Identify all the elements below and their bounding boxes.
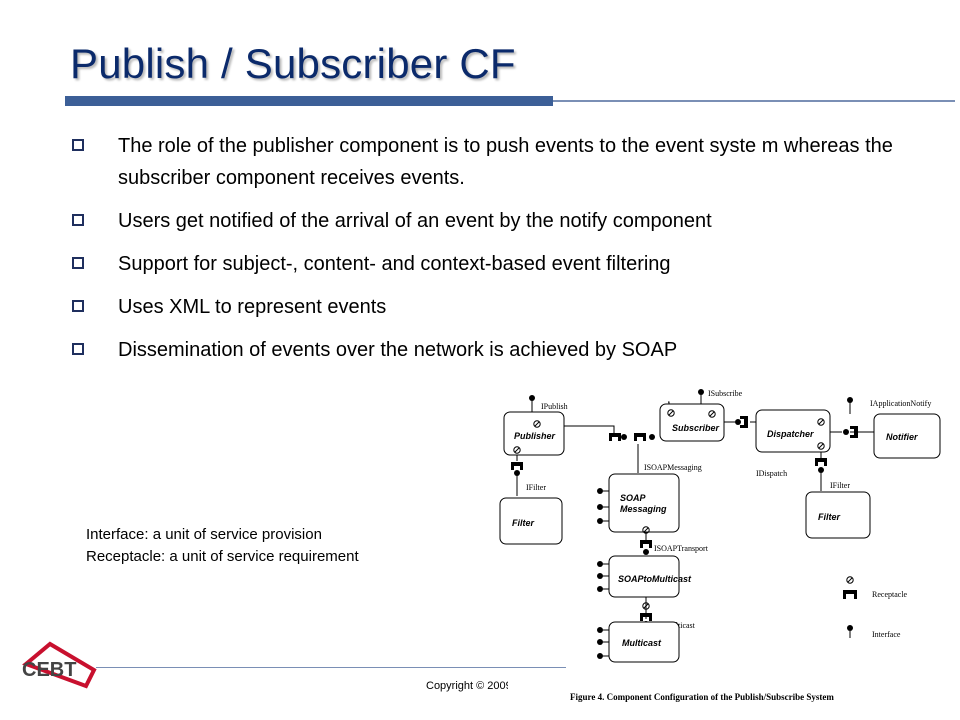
footer-divider <box>96 667 566 668</box>
bullet-text: Users get notified of the arrival of an … <box>118 210 712 232</box>
interface-icon <box>818 467 824 473</box>
receptacle-icon <box>642 526 650 534</box>
component-diagram: Publisher IPublish IFilter Filter Subscr… <box>499 389 941 702</box>
receptacle-slash <box>534 421 540 427</box>
definitions: Interface: a unit of service provision R… <box>86 524 359 568</box>
bullet-item: Dissemination of events over the network… <box>70 334 900 366</box>
bullet-item: Uses XML to represent events <box>70 291 900 323</box>
plug-icon <box>511 462 523 470</box>
interface-icon <box>843 429 849 435</box>
bullet-text: The role of the publisher component is t… <box>118 135 893 189</box>
plug-icon <box>609 433 621 441</box>
bullet-item: The role of the publisher component is t… <box>70 130 900 194</box>
soap-messaging-component <box>608 473 680 533</box>
plug-icon <box>634 433 646 441</box>
legend-receptacle-label: Receptacle <box>872 590 908 599</box>
interface-icon <box>698 389 704 395</box>
plug-icon <box>815 458 827 466</box>
logo-text: CEBT <box>22 659 76 681</box>
receptacle-icon <box>817 442 825 450</box>
legend-receptacle-icon <box>846 576 854 584</box>
soap-messaging-label-1: SOAP <box>620 493 647 503</box>
title-underline-line <box>553 100 955 102</box>
interface-definition: Interface: a unit of service provision <box>86 526 322 543</box>
iapplication-notify-label: IApplicationNotify <box>870 399 931 408</box>
subscriber-label: Subscriber <box>672 423 720 433</box>
notifier-component <box>873 413 941 459</box>
legend-interface-icon <box>847 625 853 631</box>
bullet-item: Users get notified of the arrival of an … <box>70 205 900 237</box>
filter-right-label: Filter <box>818 512 841 522</box>
receptacle-definition: Receptacle: a unit of service requiremen… <box>86 548 359 565</box>
square-bullet-icon <box>72 139 84 151</box>
copyright-text: Copyright © 2009 by CEBT <box>426 680 508 692</box>
bullet-item: Support for subject-, content- and conte… <box>70 248 900 280</box>
legend-interface-label: Interface <box>872 630 901 639</box>
interface-icon <box>529 395 535 401</box>
receptacle-icon <box>533 420 541 428</box>
isoap-transport-label: ISOAPTransport <box>654 544 709 553</box>
cebt-logo: CEBT <box>22 641 97 689</box>
filter-left-label: Filter <box>512 518 535 528</box>
publisher-component <box>503 411 565 456</box>
multicast-label: Multicast <box>622 638 662 648</box>
receptacle-icon <box>708 410 716 418</box>
square-bullet-icon <box>72 214 84 226</box>
idispatch-label: IDispatch <box>756 469 787 478</box>
receptacle-icon <box>817 418 825 426</box>
bullet-text: Uses XML to represent events <box>118 296 387 318</box>
ifilter-left-label: IFilter <box>526 483 546 492</box>
receptacle-icon <box>667 409 675 417</box>
interface-icon <box>847 397 853 403</box>
figure-caption: Figure 4. Component Configuration of the… <box>570 692 834 702</box>
square-bullet-icon <box>72 257 84 269</box>
bullet-text: Support for subject-, content- and conte… <box>118 253 671 275</box>
bullet-list: The role of the publisher component is t… <box>70 130 900 377</box>
slide-title: Publish / Subscriber CF <box>70 40 516 87</box>
publisher-label: Publisher <box>514 431 556 441</box>
plug-icon <box>740 416 748 428</box>
interface-icon <box>643 549 649 555</box>
dispatcher-label: Dispatcher <box>767 429 814 439</box>
square-bullet-icon <box>72 300 84 312</box>
isubscribe-label: ISubscribe <box>708 389 743 398</box>
interface-icon <box>621 434 627 440</box>
filter-left-component <box>499 497 563 545</box>
ipublish-label: IPublish <box>541 402 568 411</box>
receptacle-icon <box>642 602 650 610</box>
bullet-text: Dissemination of events over the network… <box>118 339 678 361</box>
wire <box>563 425 615 433</box>
soap-messaging-label-2: Messaging <box>620 504 667 514</box>
plug-icon <box>640 540 652 548</box>
square-bullet-icon <box>72 343 84 355</box>
plug-icon <box>640 613 652 621</box>
filter-right-component <box>805 491 871 539</box>
isoap-messaging-label: ISOAPMessaging <box>644 463 702 472</box>
interface-icon <box>735 419 741 425</box>
notifier-label: Notifier <box>886 432 918 442</box>
interface-icon <box>649 434 655 440</box>
title-underline-bar <box>65 96 553 106</box>
interface-icon <box>514 470 520 476</box>
soap-to-multicast-label: SOAPtoMulticast <box>618 574 692 584</box>
ifilter-right-label: IFilter <box>830 481 850 490</box>
receptacle-icon <box>513 446 521 454</box>
dispatcher-component <box>755 409 831 453</box>
